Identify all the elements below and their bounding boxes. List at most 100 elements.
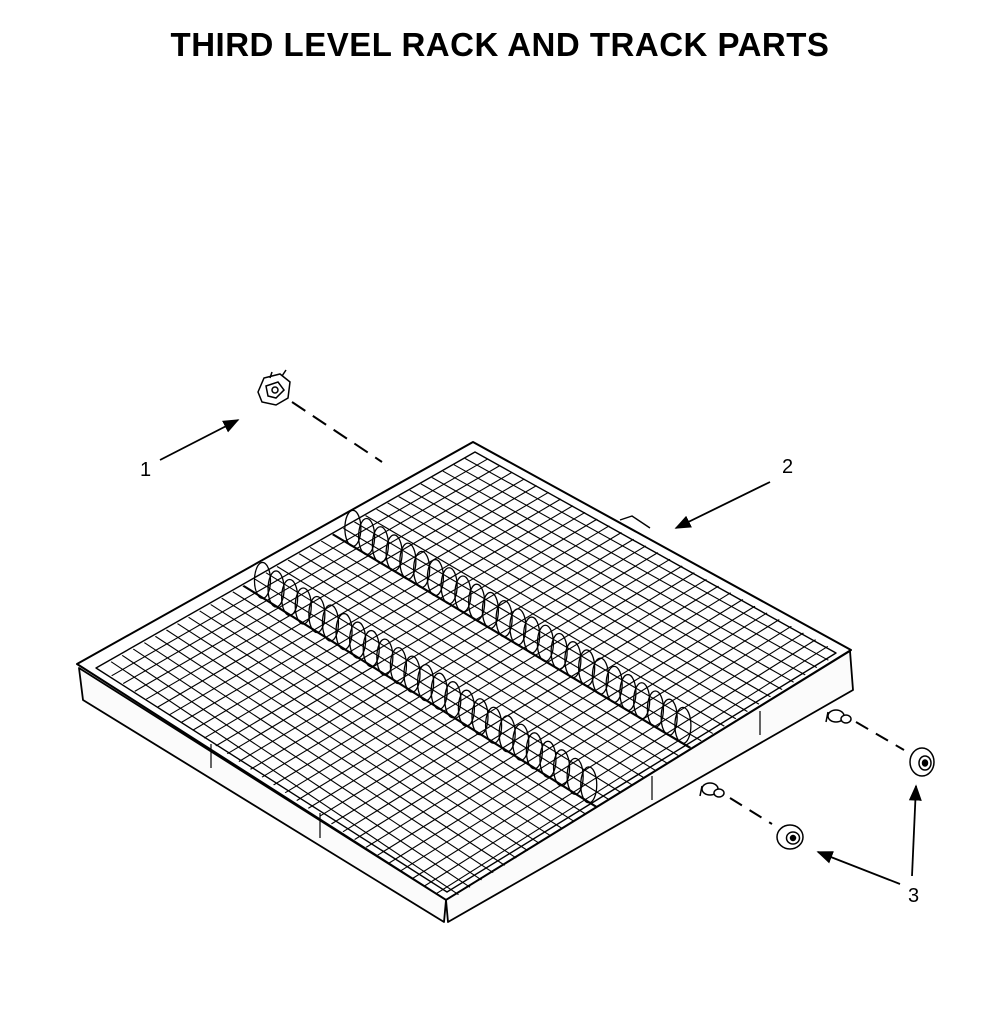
- rack-tine: [454, 575, 472, 613]
- rack-grid-wire: [400, 625, 792, 872]
- part-1-dashed-leader: [291, 401, 383, 463]
- rack-tine: [564, 641, 582, 679]
- callout-3-arrow-a: [908, 784, 922, 877]
- rack-grid-wire: [250, 538, 635, 770]
- rack-tine: [426, 558, 445, 597]
- wheel-front: [776, 824, 804, 850]
- rack-grid-wire: [157, 485, 537, 708]
- rack-tine: [362, 629, 380, 668]
- rack-tine: [509, 608, 527, 646]
- rack-tine: [566, 757, 584, 795]
- rack-tine: [580, 766, 598, 804]
- callout-1-label: 1: [140, 459, 151, 481]
- rack-grid-wire: [284, 558, 671, 794]
- rack-tine: [522, 616, 541, 654]
- rack-tine: [525, 732, 544, 770]
- rack-grid-wire: [226, 525, 610, 755]
- rack-inner-rim: [95, 451, 837, 893]
- rack-axle-right: [825, 709, 852, 724]
- wheel-front-dashed-leader: [729, 797, 773, 825]
- rack-grid-wire: [435, 645, 829, 895]
- rack-tine: [371, 526, 390, 564]
- callout-1-arrow: [159, 419, 240, 461]
- rack-tine: [577, 649, 596, 687]
- rack-front-right-wall: [445, 650, 854, 923]
- rack-tine: [281, 578, 299, 617]
- rack-grid-wire: [296, 565, 683, 802]
- rack-grid-wire: [111, 458, 489, 677]
- rack-tine: [308, 595, 326, 634]
- rack-tine: [344, 509, 362, 547]
- rack-tine: [253, 561, 272, 600]
- rack-tine: [444, 681, 462, 719]
- rack-grid-wire: [122, 464, 501, 685]
- rack-tine: [619, 673, 637, 712]
- callout-2-arrow: [674, 481, 771, 529]
- rack-tine: [646, 690, 665, 728]
- rack-grid-wire: [412, 632, 804, 880]
- rack-tine: [467, 583, 486, 621]
- rack-wire-grid: [110, 457, 829, 896]
- rack-tine: [457, 689, 476, 727]
- rack-grid-wire: [192, 505, 574, 731]
- rack-partition-rail: [242, 585, 597, 808]
- rack-tine: [674, 706, 692, 745]
- rack-grid-wire: [307, 572, 695, 809]
- rack-grid-wire: [180, 498, 562, 724]
- rack-grid-wire: [319, 578, 707, 817]
- rack-tine: [412, 550, 431, 589]
- rack-grid-wire: [388, 619, 780, 864]
- rack-grid-wire: [354, 598, 744, 841]
- rack-partition-rail: [332, 533, 691, 749]
- rack-grid-wire: [423, 639, 817, 887]
- rack-tine-rows: [242, 509, 692, 808]
- rack-tine: [403, 655, 421, 693]
- rack-grid-wire: [145, 478, 525, 700]
- rack-tine: [399, 542, 417, 580]
- diagram-title: THIRD LEVEL RACK AND TRACK PARTS: [170, 26, 830, 63]
- rack-tine: [348, 621, 367, 659]
- rack-tine: [481, 591, 500, 630]
- rack-tine: [512, 723, 530, 761]
- callout-arrows: [159, 419, 922, 885]
- wheel-right: [909, 747, 935, 777]
- rack-axle-front: [699, 782, 725, 798]
- rack-grid-wire: [365, 605, 756, 848]
- part-3-rack-wheels: [699, 709, 935, 850]
- rack-tine: [552, 749, 571, 787]
- rack-tine: [498, 715, 516, 753]
- rack-tine: [430, 672, 448, 710]
- rack-tine: [389, 646, 408, 685]
- callout-3-label: 3: [908, 885, 919, 907]
- rack-tine: [536, 624, 555, 662]
- rack-grid-wire: [238, 531, 622, 763]
- callout-2-label: 2: [782, 456, 793, 478]
- rack-tine: [335, 612, 353, 651]
- rack-tine: [376, 638, 394, 676]
- rack-front-left-wall: [78, 667, 447, 923]
- rack-grid-wire: [342, 592, 732, 833]
- rack-grid-wire: [203, 511, 586, 739]
- rack-tine: [539, 740, 557, 778]
- rack-tine: [495, 599, 513, 638]
- rack-tine: [660, 698, 678, 736]
- rack-grid-wire: [273, 552, 659, 786]
- rack-tine: [321, 604, 340, 642]
- rack-tine: [267, 570, 285, 608]
- rack-grid-wire: [331, 585, 719, 825]
- rack-grid-wire: [215, 518, 598, 747]
- rack-tine: [385, 534, 403, 572]
- rack-grid-wire: [261, 545, 647, 778]
- rack-tine: [591, 657, 610, 695]
- rack-tine: [416, 664, 435, 702]
- rack-tine: [294, 587, 312, 625]
- rack-grid-wire: [134, 471, 513, 692]
- rack-tine: [357, 517, 376, 556]
- rack-grid-wire: [169, 491, 550, 716]
- rack-grid-wire: [377, 612, 768, 856]
- third-level-rack: [76, 441, 854, 923]
- rack-tine: [440, 567, 458, 605]
- wheel-right-dashed-leader: [855, 721, 905, 751]
